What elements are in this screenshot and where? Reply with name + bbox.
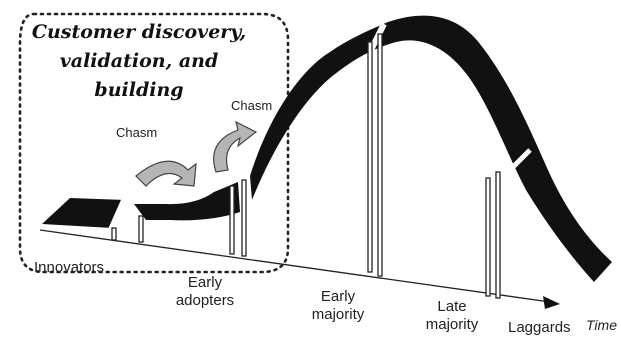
boundary-wall-4 (241, 179, 247, 257)
segment-innovators: Innovators (34, 259, 105, 276)
segment-laggards: Laggards (508, 319, 571, 336)
title-line: Customer discovery, (31, 21, 247, 43)
floor-line (39, 229, 551, 303)
chasm-arrow-2-icon (213, 120, 258, 173)
segment-late-majority: Late majority (425, 298, 479, 333)
boundary-wall-6 (377, 33, 383, 277)
boundary-wall-3 (229, 185, 235, 255)
axis-label-time: Time (586, 317, 617, 333)
boundary-wall-1 (111, 227, 117, 241)
chasm-label-2: Chasm (231, 98, 273, 113)
innovators-band (42, 198, 126, 228)
boundary-wall-5 (367, 41, 373, 273)
chasm-label-1: Chasm (116, 125, 158, 140)
segment-early-majority: Early majority (311, 288, 365, 323)
boundary-wall-2 (138, 215, 144, 243)
title-line: building (94, 79, 184, 101)
gap-line-1 (107, 194, 129, 234)
majority-band (250, 15, 612, 283)
boundary-wall-8 (495, 171, 501, 299)
chasm-arrow-1-icon (135, 160, 197, 187)
boundary-wall-7 (485, 177, 491, 297)
discovery-title: Customer discovery, validation, and buil… (14, 18, 264, 105)
discovery-dotted-outline (18, 12, 290, 274)
early-adopters-band (134, 182, 240, 221)
title-line: validation, and (59, 50, 219, 72)
time-arrow-head (543, 296, 560, 309)
segment-early-adopters: Early adopters (175, 274, 235, 309)
